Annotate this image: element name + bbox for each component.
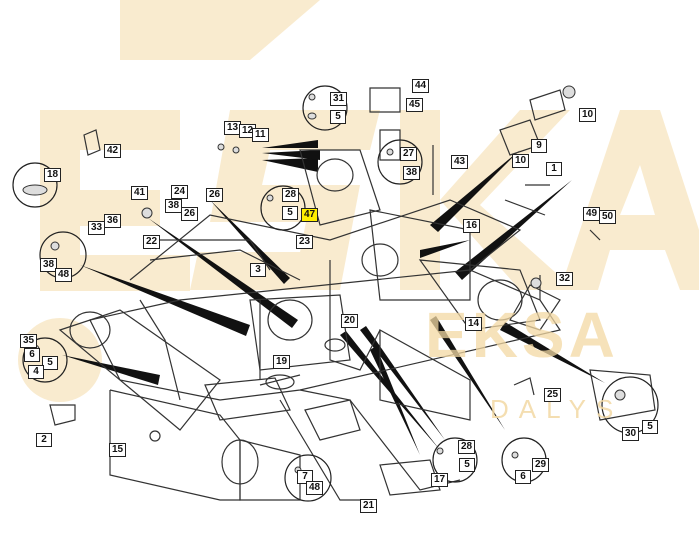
part-label-29: 29 bbox=[532, 458, 550, 472]
part-label-45: 45 bbox=[406, 98, 424, 112]
part-label-26-secondary: 26 bbox=[206, 188, 224, 202]
part-label-5: 5 bbox=[330, 110, 346, 124]
part-label-32: 32 bbox=[556, 272, 574, 286]
part-label-22: 22 bbox=[143, 235, 161, 249]
part-label-3: 3 bbox=[250, 263, 266, 277]
part-label-26: 26 bbox=[181, 207, 199, 221]
part-label-35: 35 bbox=[20, 334, 38, 348]
part-label-50: 50 bbox=[599, 210, 617, 224]
part-label-27: 27 bbox=[400, 147, 418, 161]
part-label-2: 2 bbox=[36, 433, 52, 447]
part-label-11: 11 bbox=[252, 128, 269, 142]
part-label-28-secondary: 28 bbox=[458, 440, 476, 454]
part-label-10: 10 bbox=[579, 108, 597, 122]
part-label-5-d: 5 bbox=[642, 420, 658, 434]
part-label-1: 1 bbox=[546, 162, 562, 176]
part-label-4: 4 bbox=[28, 365, 44, 379]
part-label-38: 38 bbox=[403, 166, 421, 180]
part-label-42: 42 bbox=[104, 144, 122, 158]
part-label-25: 25 bbox=[544, 388, 562, 402]
part-label-43: 43 bbox=[451, 155, 469, 169]
part-label-28: 28 bbox=[282, 188, 300, 202]
part-label-16: 16 bbox=[463, 219, 481, 233]
part-label-30: 30 bbox=[622, 427, 640, 441]
part-label-14: 14 bbox=[465, 317, 483, 331]
part-label-7: 7 bbox=[297, 470, 313, 484]
part-label-41: 41 bbox=[131, 186, 149, 200]
part-label-48: 48 bbox=[55, 268, 73, 282]
part-label-19: 19 bbox=[273, 355, 291, 369]
part-label-31: 31 bbox=[330, 92, 348, 106]
part-label-47-highlighted: 47 bbox=[301, 208, 319, 222]
part-label-5-c: 5 bbox=[42, 356, 58, 370]
part-label-15: 15 bbox=[109, 443, 127, 457]
detail-circles bbox=[12, 85, 659, 502]
part-label-9: 9 bbox=[531, 139, 547, 153]
part-label-44: 44 bbox=[412, 79, 430, 93]
part-label-38-secondary: 38 bbox=[165, 199, 183, 213]
part-label-10-secondary: 10 bbox=[512, 154, 530, 168]
part-label-23: 23 bbox=[296, 235, 314, 249]
part-label-24: 24 bbox=[171, 185, 189, 199]
part-label-5-b: 5 bbox=[282, 206, 298, 220]
watermark-eksa: EKSA bbox=[425, 299, 619, 371]
part-label-17: 17 bbox=[431, 473, 449, 487]
part-label-33: 33 bbox=[88, 221, 106, 235]
part-label-49: 49 bbox=[583, 207, 601, 221]
part-label-5-e: 5 bbox=[459, 458, 475, 472]
part-label-36: 36 bbox=[104, 214, 122, 228]
part-label-38-tertiary: 38 bbox=[40, 258, 58, 272]
part-label-21: 21 bbox=[360, 499, 378, 513]
part-label-48-secondary: 48 bbox=[306, 481, 324, 495]
part-label-20: 20 bbox=[341, 314, 359, 328]
part-label-6-b: 6 bbox=[515, 470, 531, 484]
part-label-6: 6 bbox=[24, 348, 40, 362]
part-label-18: 18 bbox=[44, 168, 62, 182]
